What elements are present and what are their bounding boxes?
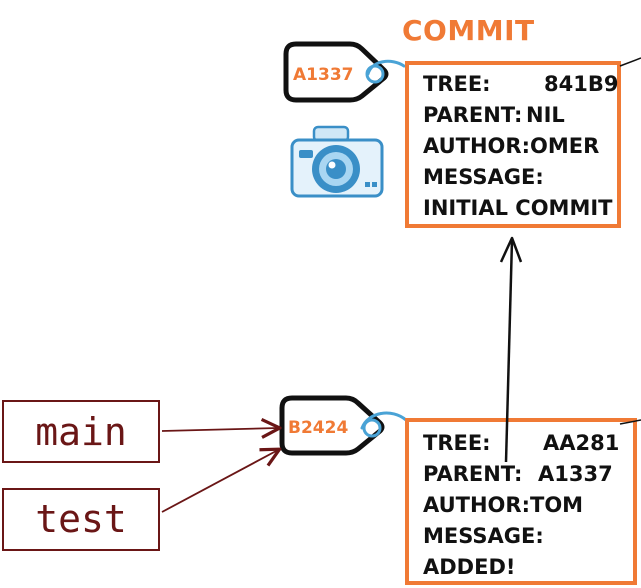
message-label: MESSAGE: [423,524,544,548]
commit-tag-a1337: A1337 [283,41,406,103]
parent-value: NIL [526,103,565,127]
tag-ring [366,59,406,76]
tag-icon [283,41,389,103]
tag-icon [279,395,385,456]
tree-label: TREE: [423,72,491,96]
arrow-icon [504,239,514,463]
message-value: INITIAL COMMIT [423,196,613,220]
tree-value: 841B9 [544,72,618,96]
tag-label: B2424 [288,418,348,438]
parent-value: A1337 [538,462,613,486]
branch-box [2,488,160,551]
tag-ring-loop [365,64,385,84]
tree-pointer-line [619,419,641,425]
commit-fields-a1337: TREE: 841B9 PARENT: NIL AUTHOR: OMER MES… [423,72,618,220]
tag-ring-loop [362,418,382,438]
author-value: OMER [530,134,599,158]
author-label: AUTHOR: [423,493,530,517]
tree-value: AA281 [543,431,619,455]
author-value: TOM [530,493,583,517]
commit-fields-b2424: TREE: AA281 PARENT: A1337 AUTHOR: TOM ME… [423,431,619,579]
commit-box-a1337 [405,61,621,228]
branch-label: main [35,410,127,454]
arrowhead [499,236,523,263]
test-pointer-arrow [161,450,278,513]
message-value: ADDED! [423,555,515,579]
branch-label: test [35,497,127,541]
parent-arrow [499,236,523,463]
commit-title: COMMIT [402,14,535,47]
author-label: AUTHOR: [423,134,530,158]
commit-box-b2424 [405,418,637,585]
commit-tag-b2424: B2424 [279,395,408,456]
camera-icon [290,125,384,198]
tree-pointer-line [619,57,641,67]
tag-label: A1337 [293,65,353,85]
main-pointer-arrow [161,428,278,431]
branch-main: main [2,400,160,463]
branch-test: test [2,488,160,551]
branch-box [2,400,160,463]
tree-label: TREE: [423,431,491,455]
message-label: MESSAGE: [423,165,544,189]
parent-label: PARENT: [423,103,522,127]
parent-label: PARENT: [423,462,522,486]
